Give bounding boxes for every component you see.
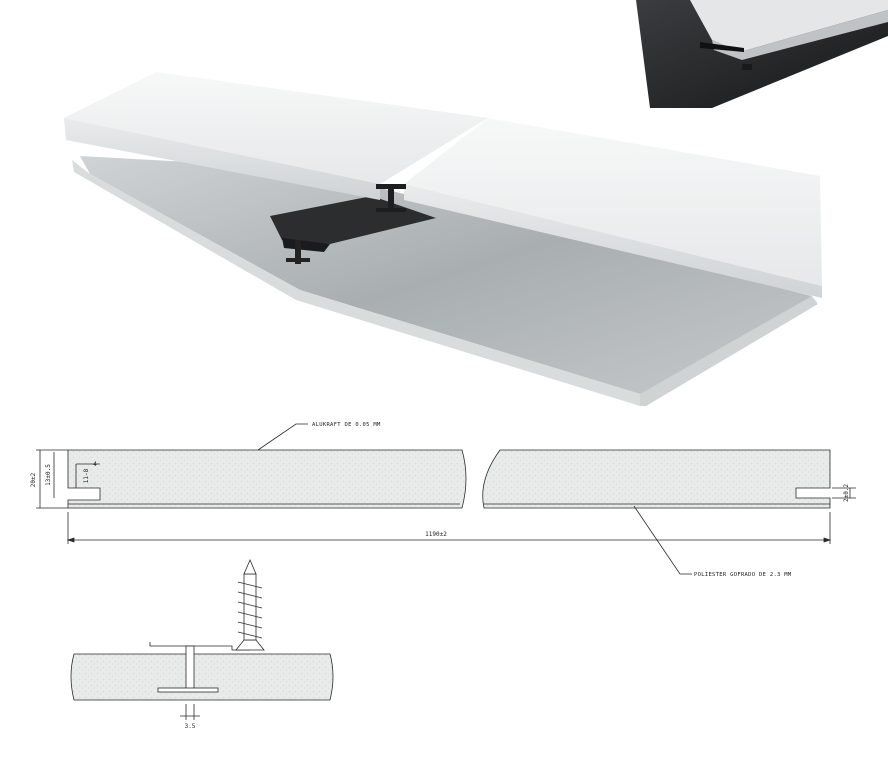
right-groove-dimension: 2±0.2 <box>843 484 850 502</box>
left-section-shape <box>67 449 467 509</box>
screw-icon <box>235 558 265 651</box>
right-section-shape <box>482 449 831 509</box>
corner-detail-photo <box>636 0 888 108</box>
detail-gap-dimension: 3.5 <box>185 723 196 730</box>
lower-panel-edge <box>72 160 640 406</box>
upper-right-panel-top <box>404 118 822 286</box>
h-profile <box>376 184 406 212</box>
upper-left-panel-top <box>64 72 488 184</box>
top-callout-leader <box>257 423 308 451</box>
lower-panel-foil-face <box>80 156 812 394</box>
section-drawing <box>36 423 856 575</box>
groove-outer-dimension: 13±0.5 <box>45 464 52 486</box>
total-length-dimension: 1190±2 <box>425 531 447 538</box>
panel-product-photo <box>64 72 822 406</box>
bottom-callout-leader <box>633 505 692 575</box>
groove-depth-dimension: 4 <box>93 461 97 468</box>
top-callout-label: ALUKRAFT DE 0.05 MM <box>312 422 381 428</box>
screw-joint-detail <box>70 558 334 720</box>
groove-inner-dimension: 11-8 <box>83 468 90 483</box>
bottom-callout-label: POLIESTER GOFRADO DE 2.3 MM <box>694 572 792 578</box>
thickness-dimension: 20±2 <box>30 472 37 487</box>
